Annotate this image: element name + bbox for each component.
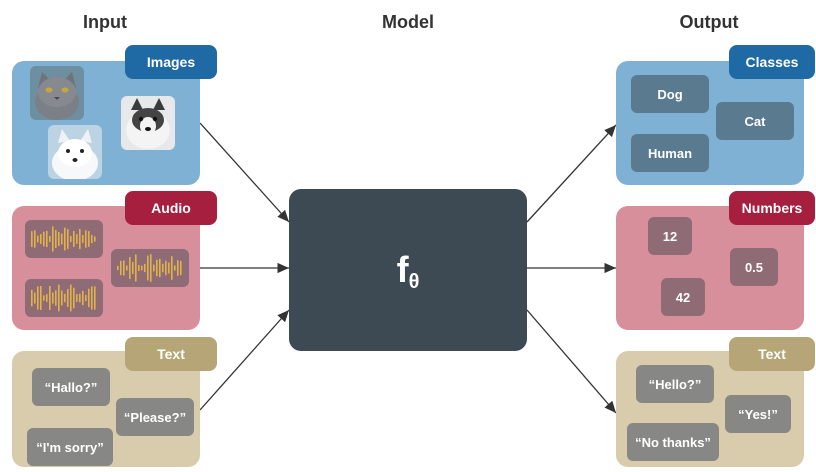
text-input-item: “Hallo?” <box>32 368 110 406</box>
text-output-item: “No thanks” <box>627 423 719 461</box>
audio-waveform <box>25 279 103 317</box>
fluffy-dog-photo <box>121 96 175 150</box>
arrow-images-to-model <box>199 122 290 223</box>
output-header: Output <box>679 12 739 32</box>
gray-cat-photo <box>30 66 84 120</box>
arrow-model-to-text <box>526 309 617 414</box>
number-item: 12 <box>648 217 692 255</box>
text-output-tag: Text <box>729 337 815 371</box>
text-output-item: “Hello?” <box>636 365 714 403</box>
text-input-item: “Please?” <box>116 398 194 436</box>
model-parameter-subscript: θ <box>408 270 420 293</box>
number-item: 42 <box>661 278 705 316</box>
audio-tag: Audio <box>125 191 217 225</box>
audio-waveform <box>25 220 103 258</box>
classes-tag: Classes <box>729 45 815 79</box>
number-item: 0.5 <box>730 248 778 286</box>
model-box: f θ <box>289 189 527 351</box>
input-header: Input <box>83 12 127 32</box>
model-function-symbol: f <box>396 249 409 290</box>
arrow-model-to-classes <box>526 124 617 223</box>
text-output-item: “Yes!” <box>725 395 791 433</box>
arctic-fox-photo <box>48 125 102 179</box>
numbers-tag: Numbers <box>729 191 815 225</box>
text-input-item: “I'm sorry” <box>27 428 113 466</box>
images-tag: Images <box>125 45 217 79</box>
model-header: Model <box>382 12 434 32</box>
audio-waveform <box>111 249 189 287</box>
class-item: Dog <box>631 75 709 113</box>
class-item: Cat <box>716 102 794 140</box>
class-item: Human <box>631 134 709 172</box>
text-input-tag: Text <box>125 337 217 371</box>
arrow-text-to-model <box>199 309 290 411</box>
